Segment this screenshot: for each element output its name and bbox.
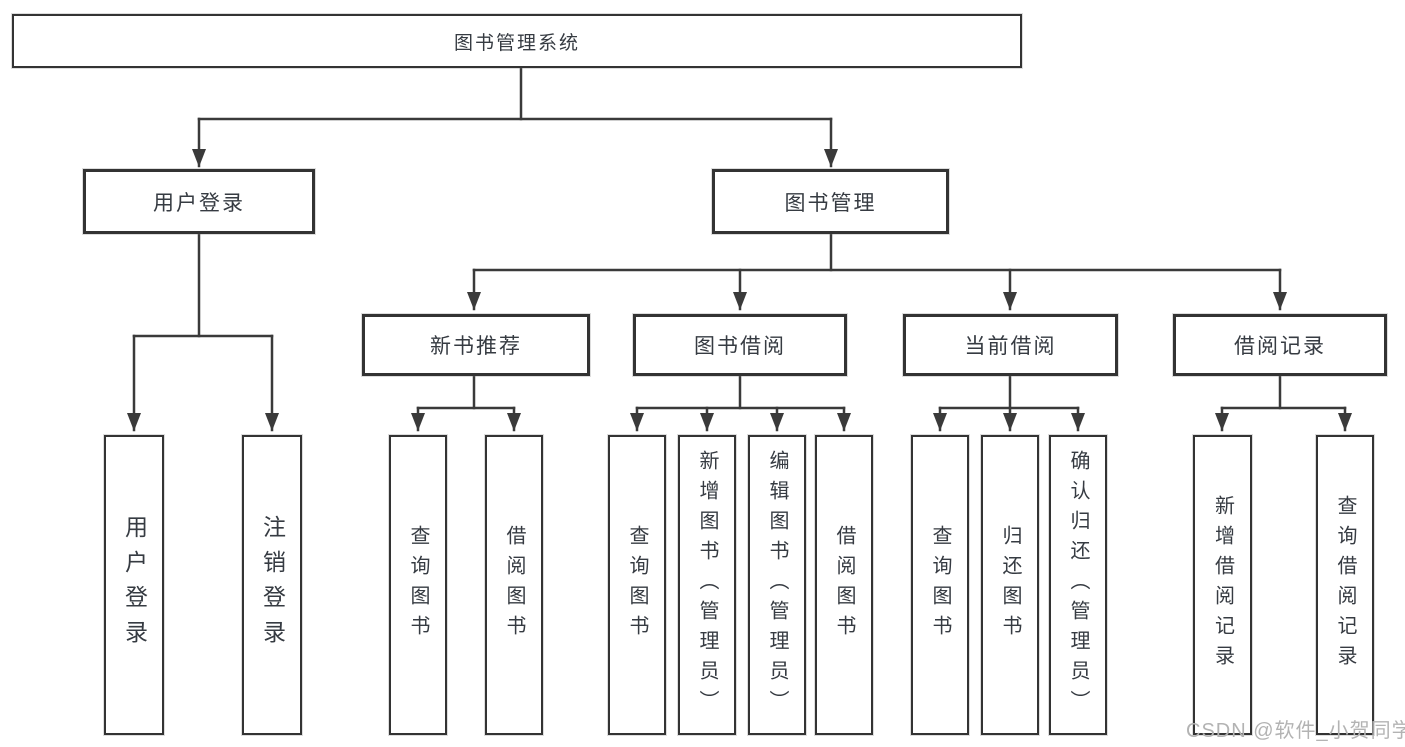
leaf-label: 查询借阅记录 [1334, 495, 1356, 675]
node-current-borrow: 当前借阅 [903, 314, 1118, 376]
leaf-label: 查询图书 [929, 525, 951, 645]
leaf-query-books-1: 查询图书 [389, 435, 447, 735]
leaf-label: 用户登录 [121, 515, 148, 655]
leaf-label: 新增图书（管理员） [696, 450, 718, 720]
leaf-label: 归还图书 [999, 525, 1021, 645]
leaf-user-login: 用户登录 [104, 435, 164, 735]
leaf-query-borrow-record: 查询借阅记录 [1316, 435, 1374, 735]
leaf-add-book-admin: 新增图书（管理员） [678, 435, 736, 735]
node-book-borrow: 图书借阅 [633, 314, 847, 376]
leaf-label: 编辑图书（管理员） [766, 450, 788, 720]
leaf-edit-book-admin: 编辑图书（管理员） [748, 435, 806, 735]
leaf-label: 借阅图书 [503, 525, 525, 645]
leaf-logout: 注销登录 [242, 435, 302, 735]
leaf-label: 新增借阅记录 [1211, 495, 1234, 675]
node-book-management: 图书管理 [712, 169, 949, 234]
leaf-query-books-2: 查询图书 [608, 435, 666, 735]
node-user-login: 用户登录 [83, 169, 315, 234]
leaf-borrow-books-2: 借阅图书 [815, 435, 873, 735]
leaf-borrow-books-1: 借阅图书 [485, 435, 543, 735]
node-root: 图书管理系统 [12, 14, 1022, 68]
leaf-label: 查询图书 [407, 525, 429, 645]
node-new-book-recommend: 新书推荐 [362, 314, 590, 376]
leaf-return-books: 归还图书 [981, 435, 1039, 735]
node-borrow-records: 借阅记录 [1173, 314, 1387, 376]
leaf-confirm-return-admin: 确认归还（管理员） [1049, 435, 1107, 735]
leaf-add-borrow-record: 新增借阅记录 [1193, 435, 1252, 735]
leaf-label: 确认归还（管理员） [1067, 450, 1089, 720]
leaf-label: 查询图书 [626, 525, 648, 645]
leaf-label: 借阅图书 [833, 525, 855, 645]
watermark: CSDN @软件_小贺同学 [1186, 720, 1405, 742]
leaf-label: 注销登录 [259, 515, 286, 655]
leaf-query-books-3: 查询图书 [911, 435, 969, 735]
